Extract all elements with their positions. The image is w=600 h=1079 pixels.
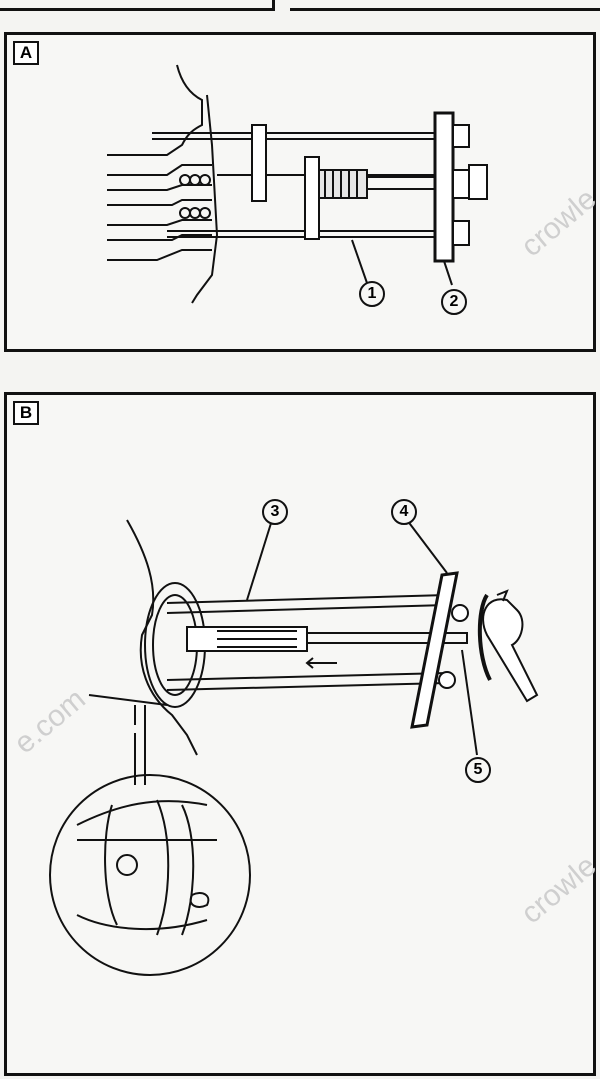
puller-diagram-a <box>107 64 488 304</box>
top-strip-left <box>0 0 275 11</box>
callout-5: 5 <box>465 757 491 783</box>
top-strip-right <box>290 0 600 11</box>
puller-diagram-b <box>49 519 539 976</box>
panel-b-label: B <box>13 401 39 425</box>
callout-2: 2 <box>441 289 467 315</box>
callout-4: 4 <box>391 499 417 525</box>
callout-1: 1 <box>359 281 385 307</box>
callout-3: 3 <box>262 499 288 525</box>
panel-a: A <box>4 32 596 352</box>
panel-b: B <box>4 392 596 1076</box>
panel-a-label: A <box>13 41 39 65</box>
